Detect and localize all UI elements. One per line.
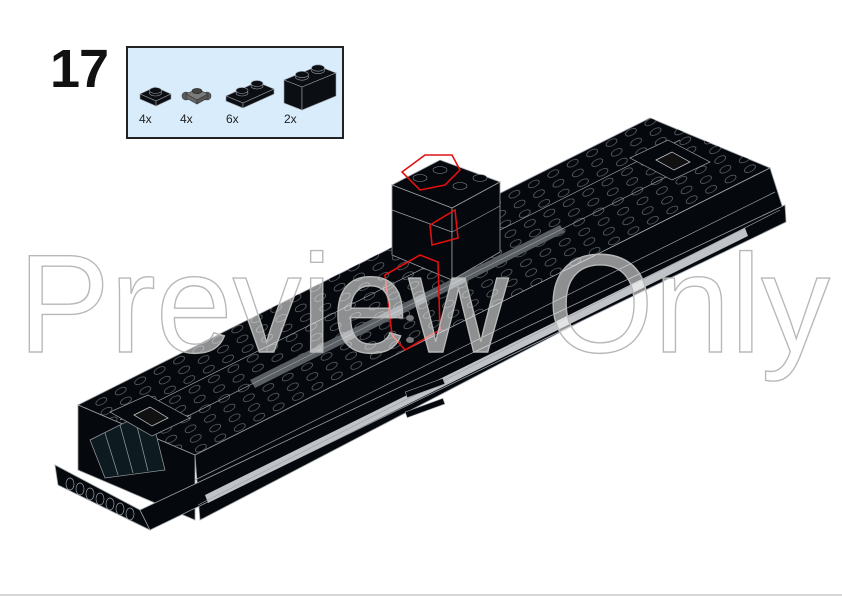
page-bottom-divider bbox=[0, 594, 842, 596]
brick-1x2-icon bbox=[283, 64, 337, 111]
front-bumper bbox=[65, 477, 135, 521]
train-hull bbox=[54, 117, 787, 531]
plate-1x1-icon bbox=[139, 86, 172, 107]
part-quantity: 4x bbox=[180, 112, 193, 126]
clip-details bbox=[404, 315, 446, 419]
part-quantity: 2x bbox=[284, 112, 297, 126]
part-quantity: 4x bbox=[139, 112, 152, 126]
part-quantity: 6x bbox=[226, 112, 239, 126]
parts-callout: 4x 4x 6x 2x bbox=[126, 46, 344, 139]
new-part-highlights bbox=[384, 154, 461, 352]
plate-clip-icon bbox=[181, 88, 212, 105]
watermark-text: Preview Only bbox=[18, 225, 830, 382]
plate-1x2-icon bbox=[225, 80, 275, 109]
step-number: 17 bbox=[50, 39, 109, 99]
